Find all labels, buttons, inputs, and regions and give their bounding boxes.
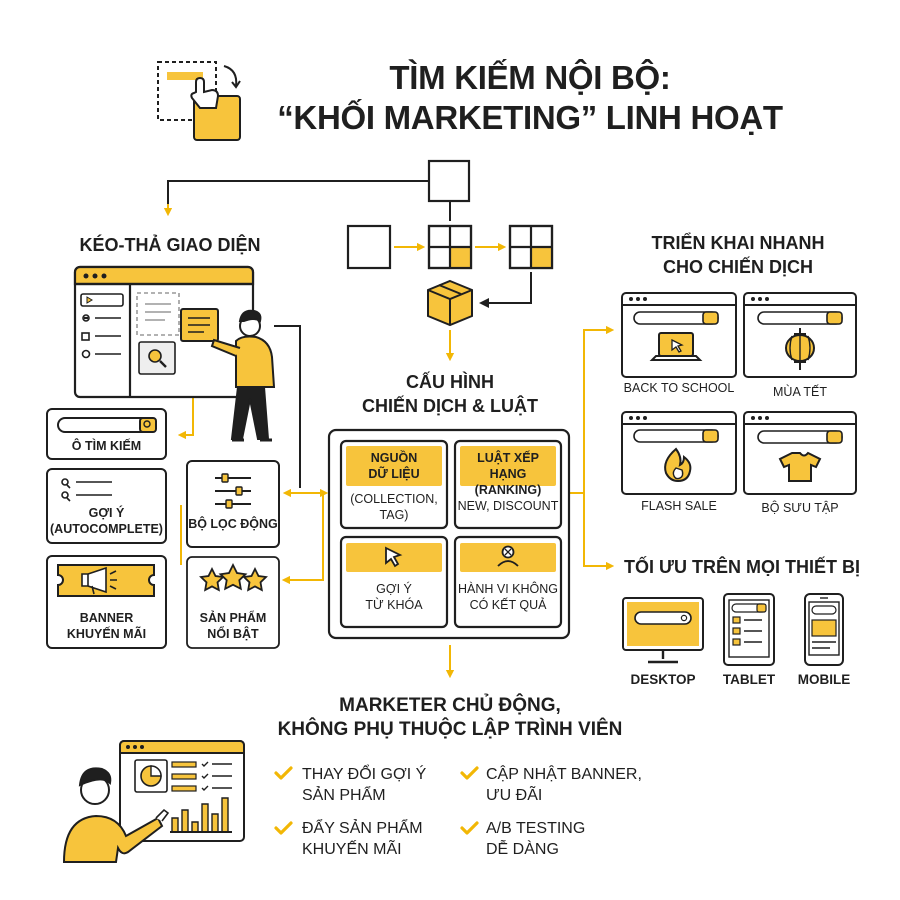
config-card-title-no-result: HÀNH VI KHÔNG CÓ KẾT QUẢ xyxy=(457,582,558,612)
devices xyxy=(622,593,844,666)
campaign-window-tet xyxy=(743,292,857,378)
config-section-heading: CẤU HÌNH CHIẾN DỊCH & LUẬT xyxy=(362,372,538,416)
benefit-ab-testing: A/B TESTING DỄ DÀNG xyxy=(486,820,586,858)
marketer-dashboard-illustration xyxy=(119,740,245,842)
person-dragging-illustration xyxy=(210,309,276,442)
block-label-promo-banner: BANNER KHUYẾN MÃI xyxy=(66,611,147,641)
drag-section-heading: KÉO-THẢ GIAO DIỆN xyxy=(79,235,261,255)
ui-builder-window xyxy=(73,265,255,399)
config-card-highlights xyxy=(346,446,556,572)
benefit-check-icons xyxy=(274,766,479,835)
check-icon xyxy=(460,766,479,780)
device-label-mobile: MOBILE xyxy=(797,672,851,687)
package-icon xyxy=(427,279,473,327)
user-no-result-icon xyxy=(497,545,519,567)
config-card-title-keyword-suggest: GỢI Ý TỪ KHÓA xyxy=(365,582,423,612)
page-title: TÌM KIẾM NỘI BỘ: “KHỐI MARKETING” LINH H… xyxy=(250,58,810,138)
benefit-push-promo-products: ĐẨY SẢN PHẨM KHUYẾN MÃI xyxy=(302,820,423,858)
deploy-section-heading: TRIỂN KHAI NHANH CHO CHIẾN DỊCH xyxy=(651,233,825,277)
featured-products-block xyxy=(186,556,280,649)
campaign-label-back-to-school: BACK TO SCHOOL xyxy=(623,381,735,395)
desktop-icon xyxy=(622,597,704,664)
benefit-update-banner: CẬP NHẬT BANNER, ƯU ĐÃI xyxy=(486,766,642,804)
campaign-label-collection: BỘ SƯU TẬP xyxy=(761,501,839,515)
block-flow-diagram xyxy=(346,159,554,270)
device-label-tablet: TABLET xyxy=(722,672,776,687)
config-card-title-ranking: LUẬT XẾP HẠNG (RANKING) xyxy=(474,451,542,497)
campaign-window-back-to-school xyxy=(621,292,737,378)
tablet-icon xyxy=(723,593,775,666)
check-icon xyxy=(460,821,479,835)
mobile-icon xyxy=(804,593,844,666)
cursor-icon xyxy=(385,546,403,568)
campaign-windows xyxy=(621,292,857,495)
drag-drop-icon xyxy=(157,61,241,141)
block-label-search-box: Ô TÌM KIẾM xyxy=(71,439,142,453)
campaign-label-flash-sale: FLASH SALE xyxy=(641,499,717,513)
campaign-window-collection xyxy=(743,411,857,495)
campaign-label-tet: MÙA TẾT xyxy=(773,385,827,399)
search-box-block xyxy=(46,408,167,460)
check-icon xyxy=(274,766,293,780)
block-label-dynamic-filter: BỘ LỌC ĐỘNG xyxy=(188,517,278,531)
title-line-2: “KHỐI MARKETING” LINH HOẠT xyxy=(277,99,783,136)
connectors xyxy=(163,180,615,679)
devices-section-heading: TỐI ƯU TRÊN MỌI THIẾT BỊ xyxy=(624,557,860,577)
device-label-desktop: DESKTOP xyxy=(630,672,696,687)
title-line-1: TÌM KIẾM NỘI BỘ: xyxy=(389,59,671,96)
check-icon xyxy=(274,821,293,835)
config-card-title-data-source: NGUỒN DỮ LIỆU xyxy=(368,451,420,481)
block-label-featured-products: SẢN PHẨM NỔI BẬT xyxy=(199,611,267,641)
config-card-detail-data-source: (COLLECTION, TAG) xyxy=(350,492,438,522)
marketer-section-heading: MARKETER CHỦ ĐỘNG, KHÔNG PHỤ THUỘC LẬP T… xyxy=(277,695,623,740)
campaign-window-flash-sale xyxy=(621,411,737,495)
dynamic-filter-block xyxy=(186,460,280,548)
marketer-person-illustration xyxy=(62,767,170,863)
config-card-detail-ranking: NEW, DISCOUNT xyxy=(457,499,559,513)
benefit-change-suggestions: THAY ĐỔI GỢI Ý SẢN PHẨM xyxy=(302,766,427,804)
drag-card xyxy=(180,308,219,342)
block-label-autocomplete: GỢI Ý (AUTOCOMPLETE) xyxy=(50,506,163,536)
promo-banner-block xyxy=(46,555,167,649)
autocomplete-block xyxy=(46,468,167,544)
